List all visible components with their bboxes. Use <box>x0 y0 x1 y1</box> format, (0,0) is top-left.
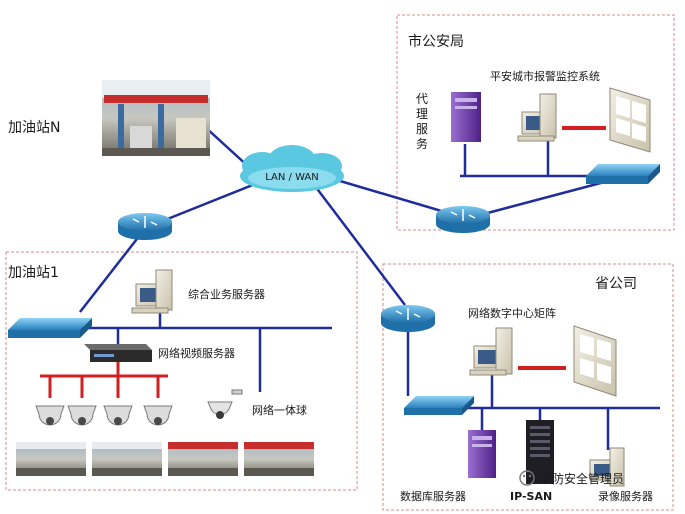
station-photo <box>168 442 238 476</box>
city-police-links <box>460 140 594 178</box>
station-photo <box>244 442 314 476</box>
workstation-icon <box>131 269 173 314</box>
wechat-icon <box>519 470 535 486</box>
station-1-frame <box>5 251 358 491</box>
matrix-label: 网络数字中心矩阵 <box>468 306 556 320</box>
city-police-title: 市公安局 <box>408 33 464 50</box>
alarm-system-label: 平安城市报警监控系统 <box>490 69 600 83</box>
switch-icon <box>8 318 92 338</box>
database-server-icon <box>468 430 496 478</box>
dome-camera-icon <box>67 405 97 426</box>
video-server-icon <box>84 344 152 362</box>
gas-station-n-photo <box>102 80 210 156</box>
video-server-label: 网络视频服务器 <box>158 346 235 360</box>
video-wall-icon <box>573 325 617 397</box>
router-icon <box>118 213 172 240</box>
province-title: 省公司 <box>595 276 637 292</box>
province-frame <box>382 263 674 511</box>
router-icon <box>381 305 435 332</box>
camera-bus <box>40 362 168 398</box>
integrated-server-label: 综合业务服务器 <box>188 287 265 301</box>
workstation-icon <box>517 93 557 142</box>
video-wall-icon <box>609 87 651 153</box>
station-photo <box>16 442 86 476</box>
proxy-label: 代 理 服 务 <box>416 92 432 151</box>
dome-camera-label: 网络一体球 <box>252 403 307 417</box>
router-icon <box>436 206 490 233</box>
switch-icon <box>404 396 474 415</box>
cloud-label: LAN / WAN <box>265 172 319 183</box>
proxy-server-icon <box>451 92 481 142</box>
workstation-icon <box>469 327 513 376</box>
dome-camera-icon <box>103 405 133 426</box>
dome-camera-icon <box>143 405 173 426</box>
recorder-label: 录像服务器 <box>598 490 653 503</box>
workstation-icon <box>589 447 625 487</box>
switch-icon <box>586 164 660 184</box>
dome-camera-icon <box>207 389 243 419</box>
station-1-title: 加油站1 <box>8 265 59 281</box>
cloud-icon <box>240 145 344 192</box>
station-photo <box>92 442 162 476</box>
city-police-frame <box>396 14 675 231</box>
watermark-text: 消防安全管理员 <box>540 471 624 486</box>
station-n-title: 加油站N <box>8 120 60 136</box>
ip-san-label: IP-SAN <box>510 490 552 503</box>
db-server-label: 数据库服务器 <box>400 489 466 503</box>
dome-camera-icon <box>35 405 65 426</box>
ip-san-rack-icon <box>526 420 554 484</box>
